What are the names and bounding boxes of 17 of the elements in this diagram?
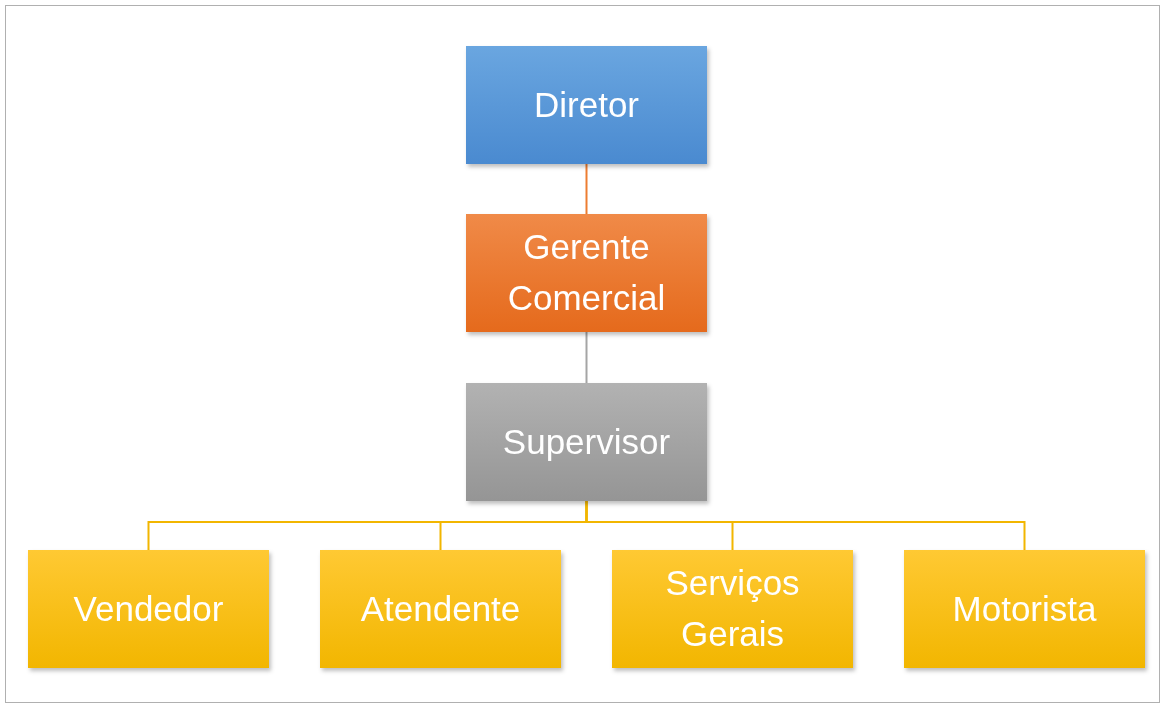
org-box — [466, 46, 707, 164]
connector-line — [585, 331, 588, 384]
role-label: Atendente — [360, 587, 521, 630]
role-label: Vendedor — [73, 587, 224, 630]
role-label: Supervisor — [502, 420, 671, 463]
role-label: Gerente Comercial — [506, 226, 667, 319]
connector-line — [585, 163, 588, 215]
org-box — [28, 550, 269, 668]
role-label: Diretor — [534, 83, 639, 126]
org-box — [904, 550, 1145, 668]
role-label: Serviços Gerais — [664, 562, 801, 655]
role-label: Motorista — [952, 587, 1097, 630]
connector-line — [585, 500, 1026, 551]
org-box — [320, 550, 561, 668]
org-box — [466, 214, 707, 332]
org-box — [466, 383, 707, 501]
org-box — [612, 550, 853, 668]
